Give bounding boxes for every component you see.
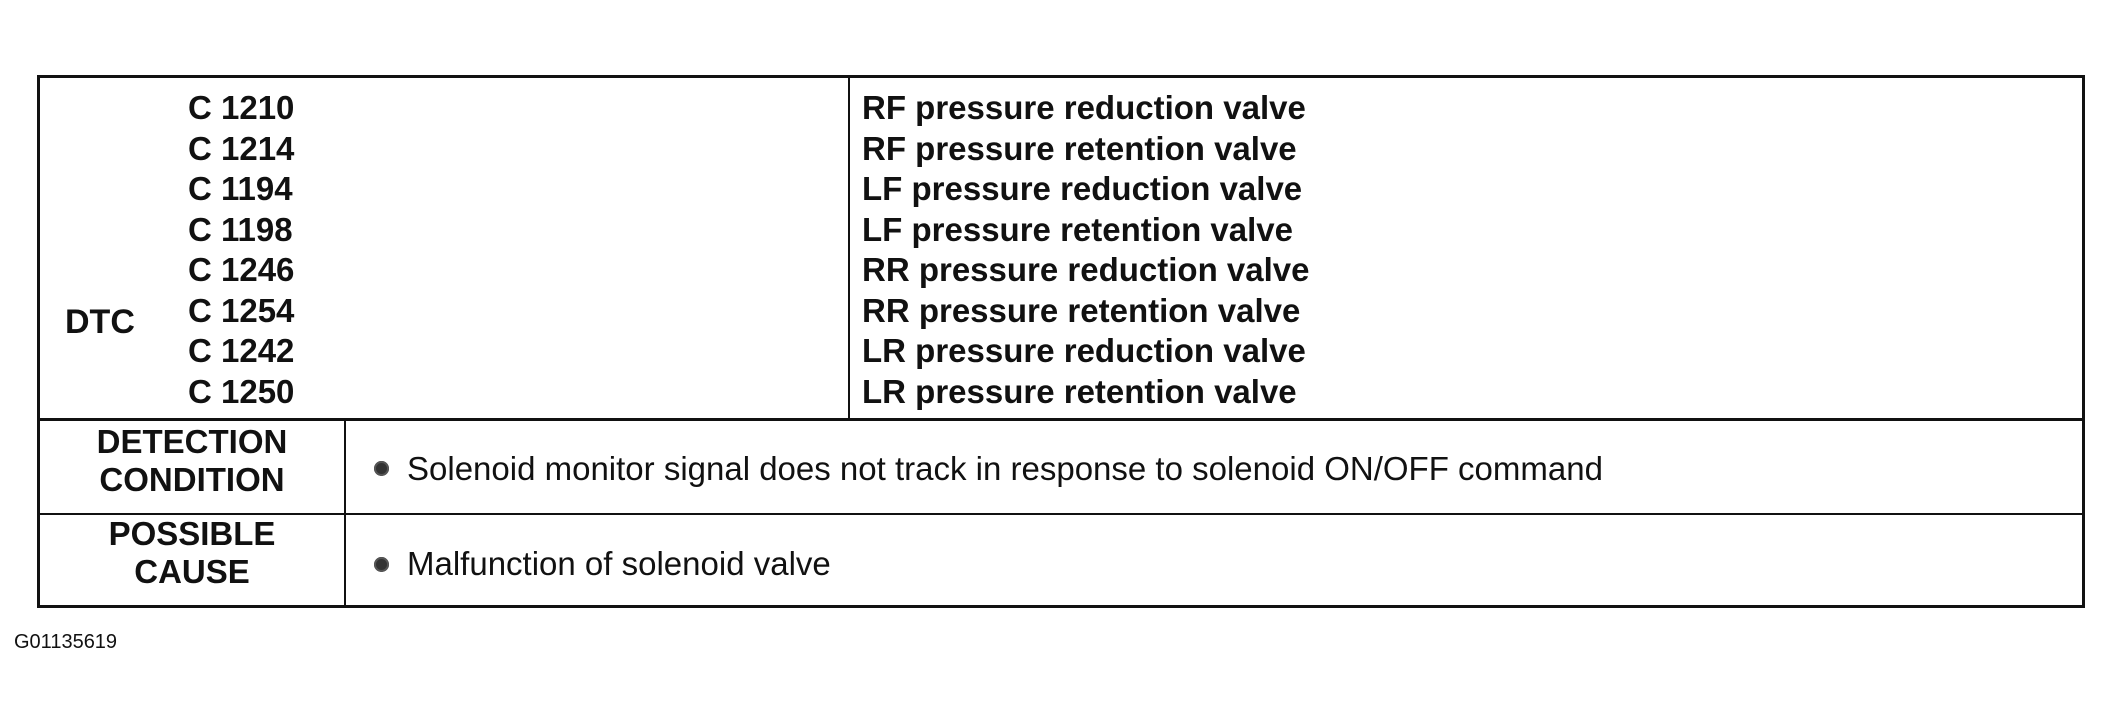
possible-header-line1: POSSIBLE [108, 515, 276, 552]
dtc-description: RR pressure reduction valve [862, 251, 1310, 288]
possible-cause-text: Malfunction of solenoid valve [407, 545, 831, 582]
detection-condition-text: Solenoid monitor signal does not track i… [407, 450, 1603, 487]
possible-header-line2: CAUSE [134, 553, 250, 590]
dtc-code: C 1246 [188, 251, 295, 288]
dtc-column-divider [848, 78, 850, 418]
dtc-description: LR pressure retention valve [862, 372, 1297, 410]
bullet-icon [374, 557, 389, 572]
detection-header-line2: CONDITION [99, 461, 285, 498]
dtc-table: DTC C 1210 C 1214 C 1194 C 1198 C 1246 C… [37, 75, 2085, 608]
possible-cause-header: POSSIBLE CAUSE [40, 515, 344, 591]
dtc-code-list: C 1210 C 1214 C 1194 C 1198 C 1246 C 125… [188, 88, 294, 412]
detection-header-line1: DETECTION [96, 423, 288, 460]
dtc-code: C 1194 [188, 170, 293, 207]
dtc-code: C 1242 [188, 332, 295, 369]
dtc-description: RR pressure retention valve [862, 291, 1301, 329]
section-divider [40, 418, 2082, 421]
dtc-description: RF pressure retention valve [862, 129, 1297, 167]
dtc-code: C 1254 [188, 291, 295, 329]
row-divider [40, 513, 2082, 515]
dtc-code: C 1250 [188, 372, 295, 410]
figure-id: G01135619 [14, 631, 118, 653]
dtc-description: LR pressure reduction valve [862, 332, 1306, 369]
detection-condition-header: DETECTION CONDITION [40, 423, 344, 499]
dtc-description: LF pressure retention valve [862, 210, 1293, 248]
dtc-code: C 1210 [188, 89, 295, 126]
dtc-description-list: RF pressure reduction valve RF pressure … [862, 88, 1310, 412]
dtc-description: LF pressure reduction valve [862, 170, 1303, 207]
label-column-divider [344, 418, 346, 608]
dtc-code: C 1198 [188, 210, 293, 248]
dtc-description: RF pressure reduction valve [862, 89, 1306, 126]
dtc-label: DTC [65, 303, 135, 341]
bullet-icon [374, 461, 389, 476]
dtc-code: C 1214 [188, 129, 295, 167]
